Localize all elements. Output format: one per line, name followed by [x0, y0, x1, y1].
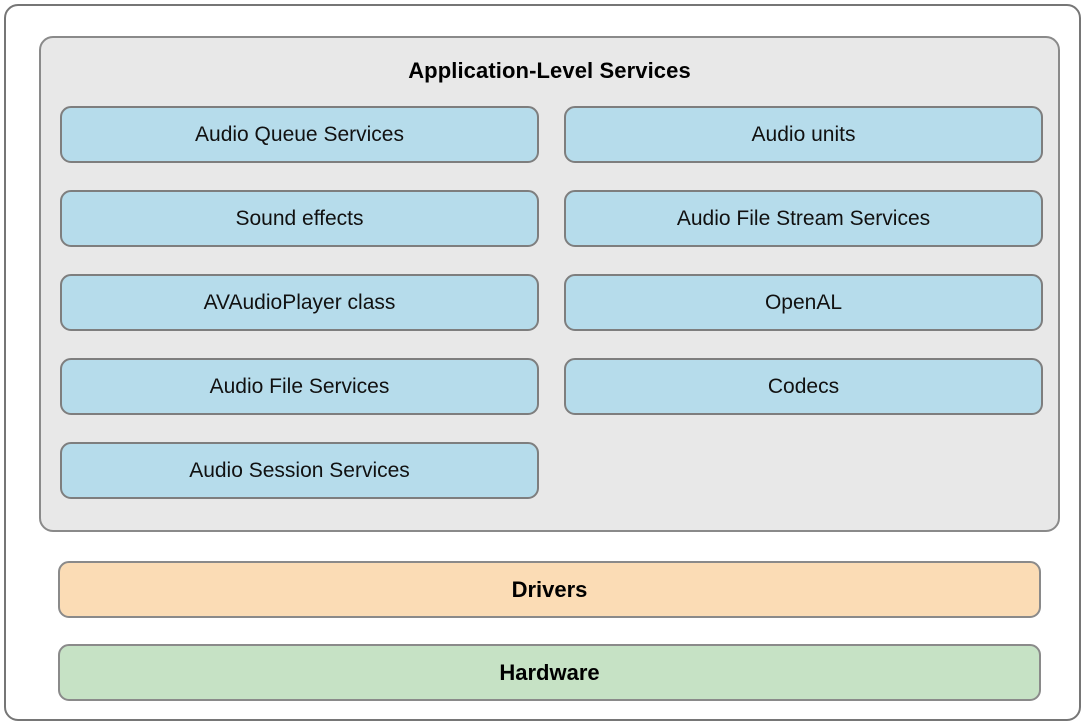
- outer-frame: Application-Level Services Audio Queue S…: [4, 4, 1081, 721]
- service-box-sound-effects[interactable]: Sound effects: [60, 190, 539, 247]
- layer-bar-label: Hardware: [499, 659, 600, 685]
- service-box-audio-units[interactable]: Audio units: [564, 106, 1043, 163]
- service-box-label: Codecs: [767, 374, 840, 398]
- service-box-label: AVAudioPlayer class: [203, 290, 396, 314]
- service-box-audio-file-stream-services[interactable]: Audio File Stream Services: [564, 190, 1043, 247]
- layer-bar-label: Drivers: [511, 576, 588, 602]
- services-column-right: Audio units Audio File Stream Services O…: [564, 106, 1043, 442]
- service-box-audio-file-services[interactable]: Audio File Services: [60, 358, 539, 415]
- layer-bar-hardware[interactable]: Hardware: [58, 644, 1041, 701]
- layer-bar-drivers[interactable]: Drivers: [58, 561, 1041, 618]
- service-box-label: Audio units: [751, 122, 856, 146]
- service-box-label: Audio File Services: [209, 374, 390, 398]
- service-box-label: Audio File Stream Services: [676, 206, 931, 230]
- application-level-services-panel: Application-Level Services Audio Queue S…: [39, 36, 1060, 532]
- service-box-label: OpenAL: [764, 290, 843, 314]
- service-box-label: Audio Queue Services: [195, 122, 404, 146]
- service-box-openal[interactable]: OpenAL: [564, 274, 1043, 331]
- service-box-label: Audio Session Services: [189, 458, 410, 482]
- service-box-codecs[interactable]: Codecs: [564, 358, 1043, 415]
- services-column-left: Audio Queue Services Sound effects AVAud…: [60, 106, 539, 526]
- service-box-audio-session-services[interactable]: Audio Session Services: [60, 442, 539, 499]
- service-box-label: Sound effects: [235, 206, 364, 230]
- panel-title: Application-Level Services: [408, 58, 691, 83]
- service-box-avaudioplayer-class[interactable]: AVAudioPlayer class: [60, 274, 539, 331]
- service-box-audio-queue-services[interactable]: Audio Queue Services: [60, 106, 539, 163]
